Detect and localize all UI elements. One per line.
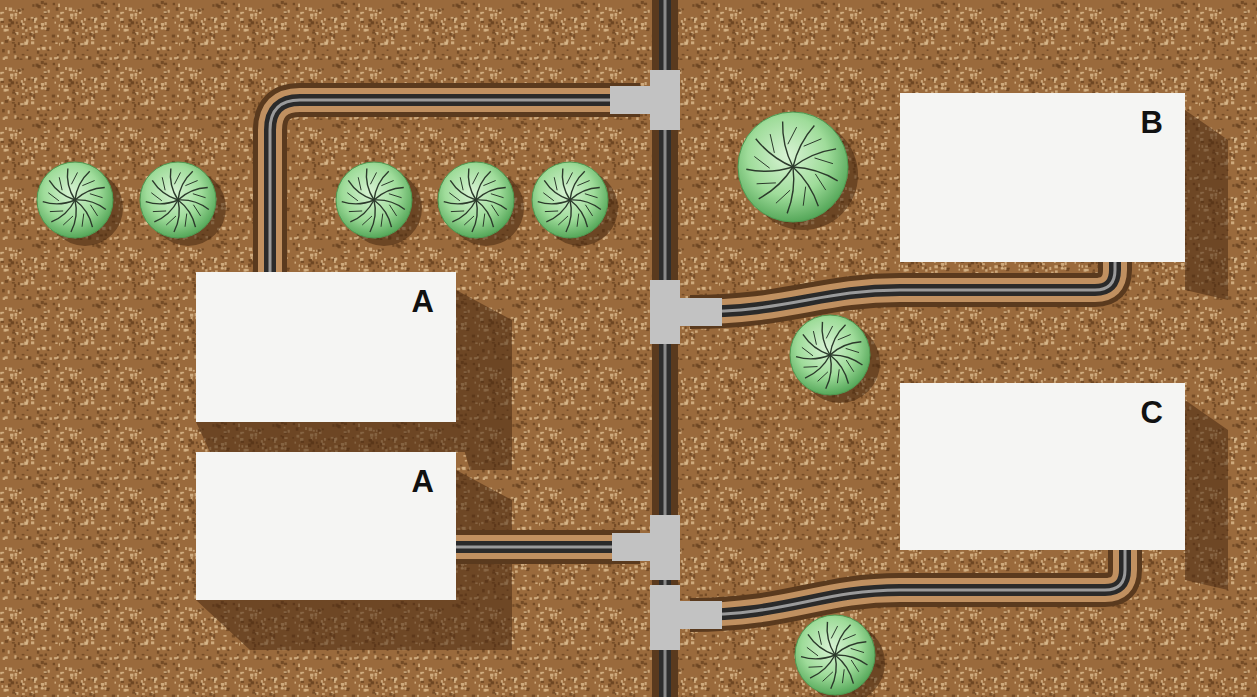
building-label: B xyxy=(1141,107,1163,138)
tree xyxy=(795,615,885,697)
tree xyxy=(37,162,123,246)
tree xyxy=(532,162,618,246)
tree xyxy=(790,315,880,403)
building: B xyxy=(900,93,1185,262)
trees xyxy=(37,112,885,697)
building-label: A xyxy=(412,286,434,317)
building: A xyxy=(196,272,456,422)
building-label: A xyxy=(412,466,434,497)
tree xyxy=(140,162,226,246)
tree xyxy=(438,162,524,246)
building: C xyxy=(900,383,1185,550)
tree xyxy=(336,162,422,246)
road-junctions xyxy=(610,70,722,650)
building-label: C xyxy=(1141,397,1163,428)
building: A xyxy=(196,452,456,600)
tree xyxy=(738,112,858,230)
